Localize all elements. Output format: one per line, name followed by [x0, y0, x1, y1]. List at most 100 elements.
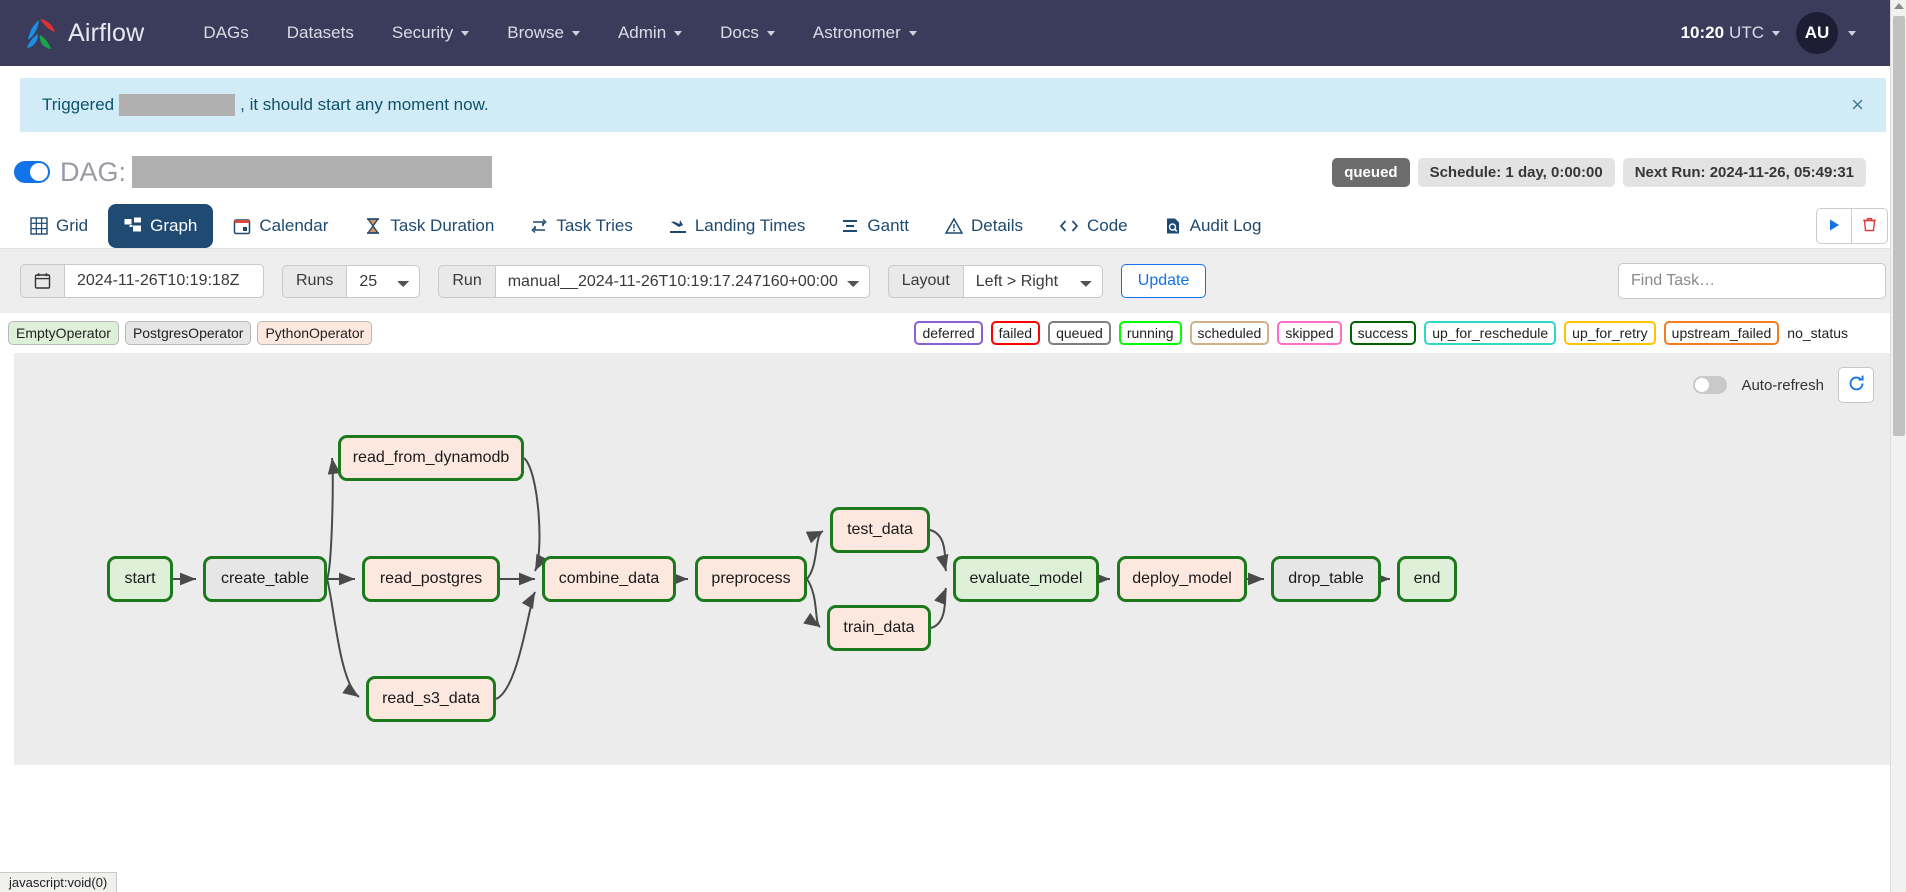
tab-label: Grid [56, 216, 89, 235]
page-scrollbar[interactable] [1890, 0, 1906, 892]
task-node-label: preprocess [711, 570, 791, 587]
utc-clock[interactable]: 10:20 UTC [1681, 23, 1780, 43]
avatar: AU [1796, 12, 1838, 54]
tab-task-tries[interactable]: Task Tries [514, 204, 649, 248]
calendar-icon[interactable] [20, 264, 64, 298]
task-node-label: evaluate_model [969, 570, 1083, 587]
chevron-down-icon [461, 30, 470, 36]
next-run-badge[interactable]: Next Run: 2024-11-26, 05:49:31 [1622, 157, 1866, 187]
nav-link-admin[interactable]: Admin [599, 13, 701, 53]
task-node-test-data[interactable]: test_data [830, 507, 930, 553]
auto-refresh-toggle[interactable] [1693, 376, 1728, 394]
tab-task-duration[interactable]: Task Duration [348, 204, 510, 248]
run-select[interactable]: manual__2024-11-26T10:19:17.247160+00:00 [494, 264, 870, 298]
user-menu[interactable]: AU [1796, 12, 1856, 54]
close-icon[interactable]: × [1851, 92, 1864, 117]
trigger-dag-button[interactable] [1816, 208, 1852, 244]
task-node-read-s3-data[interactable]: read_s3_data [366, 676, 496, 722]
dag-badges: queued Schedule: 1 day, 0:00:00 Next Run… [1332, 157, 1884, 187]
status-legend-deferred[interactable]: deferred [914, 321, 983, 345]
tab-details[interactable]: Details [929, 204, 1039, 248]
runs-label: Runs [282, 264, 347, 298]
status-legend-scheduled[interactable]: scheduled [1189, 321, 1270, 345]
status-legend-up-for-reschedule[interactable]: up_for_reschedule [1424, 321, 1557, 345]
operator-legend-pythonoperator[interactable]: PythonOperator [257, 321, 373, 345]
task-node-read-from-dynamodb[interactable]: read_from_dynamodb [338, 435, 524, 481]
status-legend-row: deferred failed queued running scheduled… [914, 321, 1888, 345]
task-node-label: deploy_model [1132, 570, 1232, 587]
operator-legend-emptyoperator[interactable]: EmptyOperator [8, 321, 119, 345]
brand-home-link[interactable]: Airflow [20, 13, 144, 53]
redacted-dag-name [119, 94, 236, 116]
calendar-icon [233, 217, 251, 235]
status-legend-no-status[interactable]: no_status [1787, 325, 1848, 341]
task-node-preprocess[interactable]: preprocess [695, 556, 807, 602]
task-node-label: read_s3_data [382, 690, 480, 707]
nav-link-astronomer[interactable]: Astronomer [794, 13, 936, 53]
task-node-evaluate-model[interactable]: evaluate_model [953, 556, 1099, 602]
nav-link-label: Docs [720, 23, 759, 42]
tab-audit-log[interactable]: Audit Log [1148, 204, 1278, 248]
nav-link-docs[interactable]: Docs [701, 13, 794, 53]
find-task-input[interactable] [1618, 263, 1886, 299]
status-legend-skipped[interactable]: skipped [1277, 321, 1342, 345]
layout-select[interactable]: Left > Right [962, 264, 1103, 298]
status-legend-queued[interactable]: queued [1048, 321, 1111, 345]
update-button[interactable]: Update [1120, 264, 1207, 298]
nav-link-label: DAGs [203, 23, 249, 42]
tab-label: Task Tries [556, 216, 633, 235]
task-node-train-data[interactable]: train_data [827, 605, 931, 651]
task-node-combine-data[interactable]: combine_data [542, 556, 676, 602]
task-node-deploy-model[interactable]: deploy_model [1117, 556, 1247, 602]
task-node-start[interactable]: start [107, 556, 173, 602]
runs-select[interactable]: 25 [346, 264, 421, 298]
tab-code[interactable]: Code [1043, 204, 1144, 248]
tab-grid[interactable]: Grid [14, 204, 104, 248]
layout-group: Layout Left > Right [887, 264, 1103, 298]
refresh-button[interactable] [1838, 367, 1874, 403]
chevron-down-icon [1772, 30, 1780, 36]
task-node-drop-table[interactable]: drop_table [1271, 556, 1381, 602]
nav-link-browse[interactable]: Browse [488, 13, 599, 53]
tab-label: Calendar [259, 216, 329, 235]
task-node-read-postgres[interactable]: read_postgres [362, 556, 500, 602]
status-badge: queued [1332, 157, 1410, 187]
tab-landing-times[interactable]: Landing Times [653, 204, 822, 248]
tab-calendar[interactable]: Calendar [217, 204, 344, 248]
tab-gantt[interactable]: Gantt [825, 204, 925, 248]
operator-legend-postgresoperator[interactable]: PostgresOperator [124, 321, 252, 345]
gantt-icon [841, 217, 859, 235]
task-node-end[interactable]: end [1397, 556, 1457, 602]
task-node-label: drop_table [1288, 570, 1364, 587]
delete-dag-button[interactable] [1852, 208, 1888, 244]
status-legend-running[interactable]: running [1118, 321, 1182, 345]
scroll-up-arrow-icon[interactable] [1894, 3, 1904, 9]
run-label: Run [438, 264, 495, 298]
task-node-create-table[interactable]: create_table [203, 556, 327, 602]
tab-label: Audit Log [1189, 216, 1262, 235]
nav-link-datasets[interactable]: Datasets [268, 13, 373, 53]
dag-graph-canvas[interactable]: Auto-refresh [14, 353, 1892, 765]
tab-graph[interactable]: Graph [108, 204, 214, 248]
scroll-thumb[interactable] [1893, 16, 1905, 436]
status-legend-upstream-failed[interactable]: upstream_failed [1663, 321, 1780, 345]
schedule-badge[interactable]: Schedule: 1 day, 0:00:00 [1417, 157, 1615, 187]
base-date-input[interactable]: 2024-11-26T10:19:18Z [64, 264, 264, 298]
layout-label: Layout [887, 264, 963, 298]
dag-pause-toggle[interactable] [14, 161, 50, 183]
status-legend-failed[interactable]: failed [990, 321, 1041, 345]
page-title: DAG: [60, 156, 127, 187]
status-legend-up-for-retry[interactable]: up_for_retry [1564, 321, 1656, 345]
task-node-label: create_table [220, 570, 310, 587]
nav-link-security[interactable]: Security [373, 13, 488, 53]
nav-link-label: Astronomer [812, 23, 901, 42]
status-legend-success[interactable]: success [1349, 321, 1417, 345]
nav-link-label: Browse [507, 23, 564, 42]
redacted-dag-title [132, 156, 493, 188]
nav-link-dags[interactable]: DAGs [184, 13, 267, 53]
chevron-down-icon [1848, 30, 1856, 36]
code-icon [1059, 217, 1079, 235]
tab-label: Code [1086, 216, 1128, 235]
auto-refresh-label: Auto-refresh [1741, 376, 1824, 394]
task-node-label: read_postgres [379, 570, 483, 587]
